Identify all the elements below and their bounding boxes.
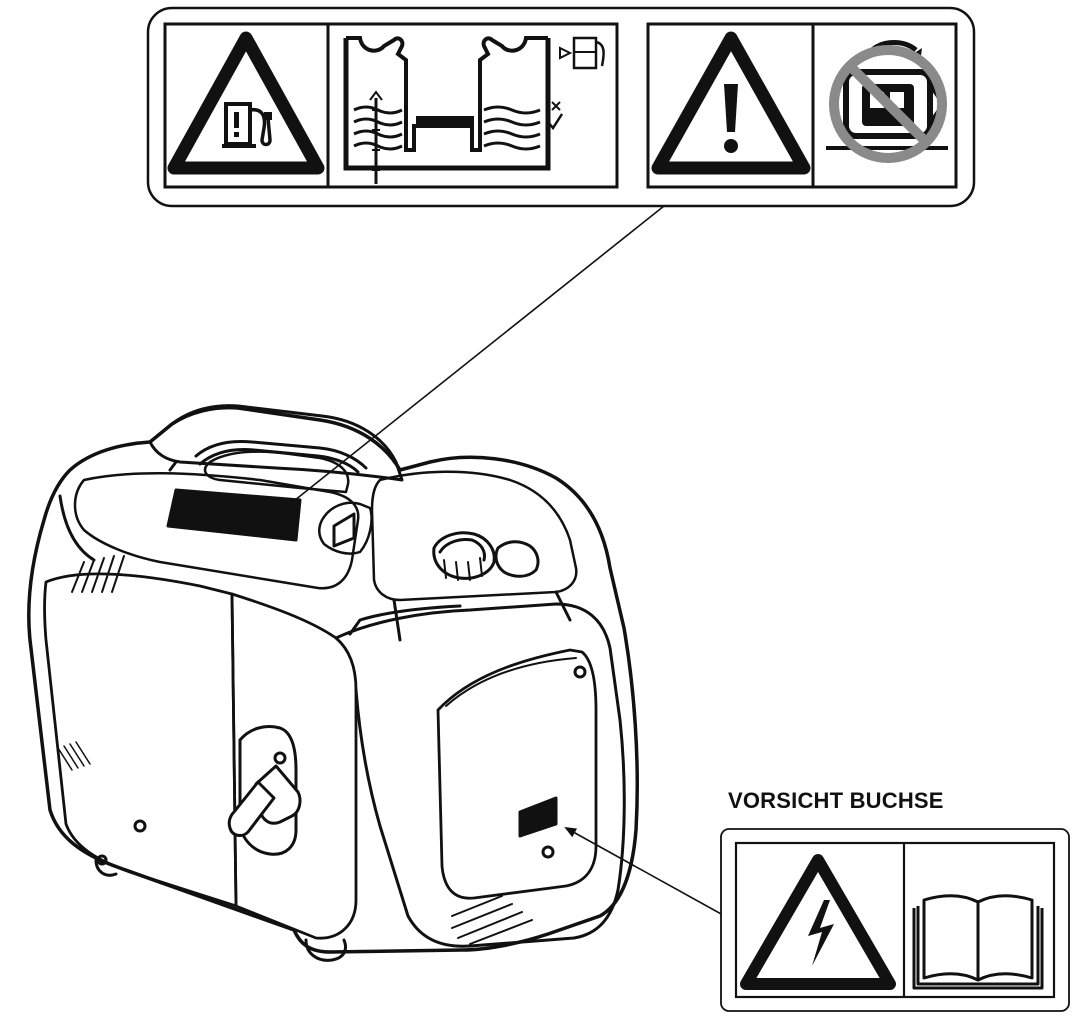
- fuel-tank-level-icon: [343, 36, 605, 184]
- socket-label-leader-arrow: [564, 827, 733, 921]
- socket-label-title: VORSICHT BUCHSE: [728, 788, 944, 813]
- top-label-leader-arrow: [268, 205, 665, 522]
- top-warning-label: [146, 6, 976, 208]
- exclamation-warning-triangle-icon: [651, 31, 811, 175]
- fuel-warning-triangle-icon: [167, 31, 325, 175]
- socket-warning-label: [720, 828, 1070, 1012]
- no-tipping-prohibited-icon: [826, 40, 948, 163]
- electric-shock-warning-icon: [740, 854, 896, 990]
- read-manual-book-icon: [912, 894, 1044, 990]
- generator-illustration: [27, 404, 639, 962]
